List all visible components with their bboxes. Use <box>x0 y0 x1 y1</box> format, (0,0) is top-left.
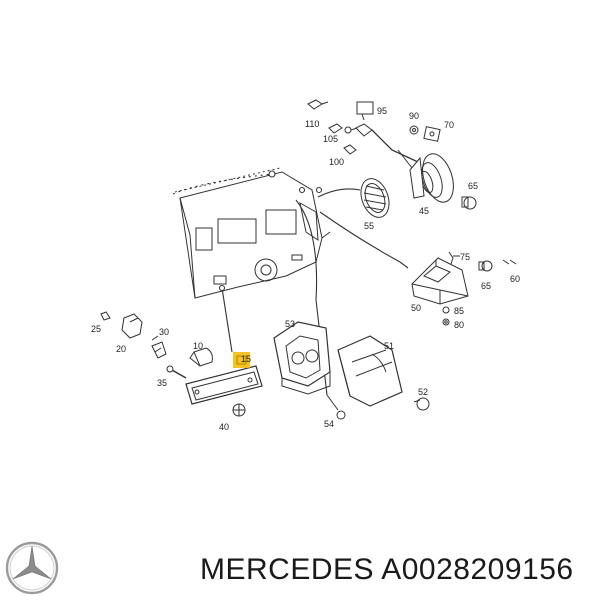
callout-90: 90 <box>409 111 419 121</box>
washer-plate <box>409 125 441 142</box>
grille-55 <box>360 178 390 218</box>
callout-100: 100 <box>329 157 344 167</box>
callout-35: 35 <box>157 378 167 388</box>
callout-60: 60 <box>510 274 520 284</box>
side-marker-lens-15 <box>185 365 263 405</box>
callout-95: 95 <box>377 106 387 116</box>
callout-15: 15 <box>241 354 251 364</box>
bulb-65-top <box>461 196 477 210</box>
callout-105: 105 <box>323 134 338 144</box>
callout-65-right: 65 <box>481 281 491 291</box>
mercedes-star-icon <box>5 541 59 595</box>
screws-54-52 <box>326 394 430 420</box>
callout-110: 110 <box>305 119 319 129</box>
callout-65-top: 65 <box>468 181 478 191</box>
callout-45: 45 <box>419 206 429 216</box>
round-lamp-45 <box>397 149 454 203</box>
connector-cluster <box>307 99 419 163</box>
switch-cluster <box>100 311 167 359</box>
bulb-10 <box>189 347 213 367</box>
callout-30: 30 <box>159 327 169 337</box>
cover-51 <box>337 335 403 407</box>
callout-40: 40 <box>219 422 229 432</box>
callout-80: 80 <box>454 320 464 330</box>
lamp-housing-50 <box>411 251 517 326</box>
van-body <box>174 167 331 299</box>
frame-53 <box>273 321 331 395</box>
screws-35-40 <box>166 365 246 417</box>
callout-85: 85 <box>454 306 464 316</box>
callout-54: 54 <box>324 419 334 429</box>
leader-lines <box>172 170 409 396</box>
callout-70: 70 <box>444 120 454 130</box>
callout-labels: 110 95 105 100 90 70 65 45 55 75 65 60 5… <box>91 106 520 432</box>
callout-50: 50 <box>411 303 421 313</box>
highlight-marker-inner <box>236 355 247 365</box>
callout-25: 25 <box>91 324 101 334</box>
callout-51: 51 <box>384 341 394 351</box>
callout-53: 53 <box>285 319 295 329</box>
callout-10: 10 <box>193 341 203 351</box>
callout-75: 75 <box>460 252 470 262</box>
callout-52: 52 <box>418 387 428 397</box>
callout-20: 20 <box>116 344 126 354</box>
callout-55: 55 <box>364 221 374 231</box>
